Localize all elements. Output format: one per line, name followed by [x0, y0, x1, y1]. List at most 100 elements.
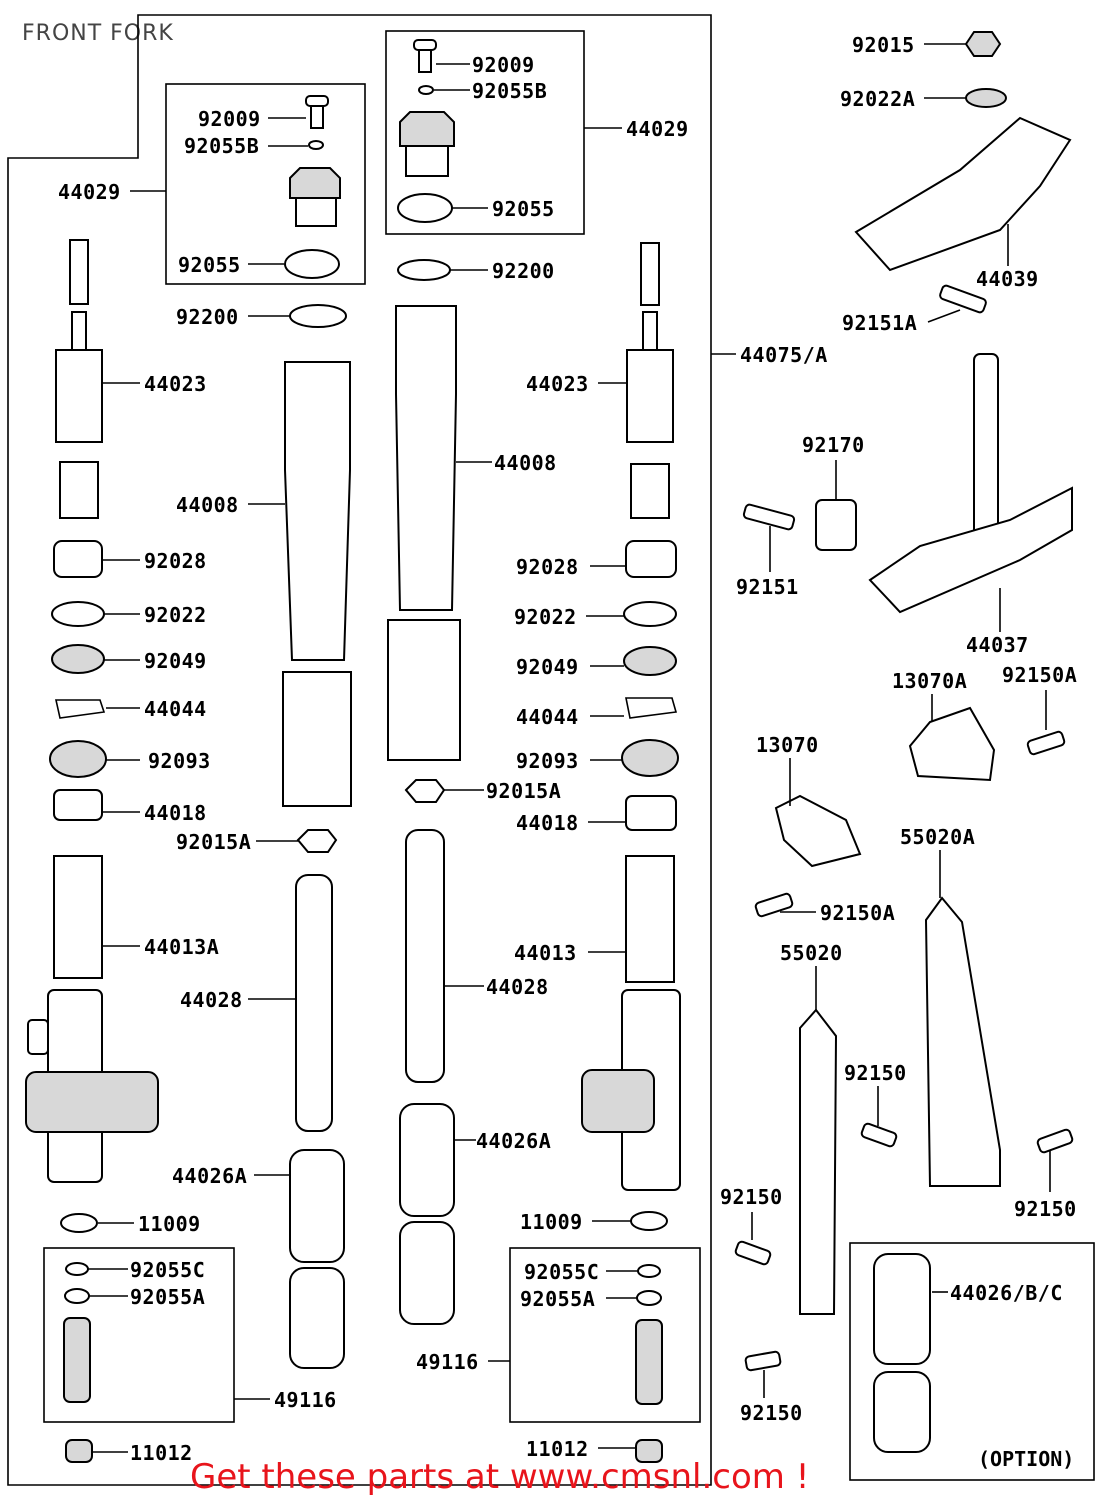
- bolt-92150a-upper: [1026, 730, 1066, 756]
- part-label: 92009: [198, 107, 261, 131]
- stem-lower-bracket-44037: [868, 353, 1073, 614]
- part-label: 92093: [148, 749, 211, 773]
- cap-11012-left: [65, 1439, 93, 1463]
- cylinder-44028-left: [295, 874, 333, 1132]
- part-label: 92150A: [820, 901, 895, 925]
- part-label: 55020A: [900, 825, 975, 849]
- nut-92015: [964, 31, 1002, 57]
- part-label: 92150A: [1002, 663, 1077, 687]
- part-label: 44039: [976, 267, 1039, 291]
- diagram-title: FRONT FORK: [22, 21, 174, 46]
- part-label: 92200: [492, 259, 555, 283]
- seal-92049-left: [51, 644, 105, 674]
- part-label: 92055C: [524, 1260, 599, 1284]
- left-cap-group-box: [165, 83, 366, 285]
- part-label: 92055B: [472, 79, 547, 103]
- part-label: 55020: [780, 941, 843, 965]
- seal-92093-left: [49, 740, 107, 778]
- part-label: 92015A: [176, 830, 251, 854]
- part-label: 92022: [514, 605, 577, 629]
- part-label: 44037: [966, 633, 1029, 657]
- seal-92049-right: [623, 646, 677, 676]
- bolt-92150-upper: [734, 1240, 772, 1266]
- option-group-box: [849, 1242, 1095, 1481]
- bolt-92151a: [939, 284, 987, 314]
- oring-92055-right: [397, 193, 453, 223]
- part-label: 92150: [1014, 1197, 1077, 1221]
- washer-92200-left: [289, 304, 347, 328]
- oring-92055b-left: [308, 140, 324, 150]
- bushing-44018-left: [53, 789, 103, 821]
- part-label: 92022: [144, 603, 207, 627]
- lower-leg-left: [25, 989, 159, 1183]
- part-label: 49116: [416, 1350, 479, 1374]
- rod-44023-left: [55, 239, 103, 519]
- part-label: 49116: [274, 1388, 337, 1412]
- part-label: 92150: [740, 1401, 803, 1425]
- guide-13070: [774, 794, 862, 868]
- part-label: 44029: [58, 180, 121, 204]
- upper-bracket-44039: [854, 116, 1072, 272]
- valve-49116-left: [63, 1317, 91, 1403]
- bolt-92150-right: [1036, 1128, 1074, 1154]
- bolt-92009-right: [413, 39, 437, 73]
- part-label: 92151A: [842, 311, 917, 335]
- part-label: 13070A: [892, 669, 967, 693]
- part-label: 44013: [514, 941, 577, 965]
- fork-guard-55020: [799, 1008, 838, 1315]
- bushing-92028-right: [625, 540, 677, 578]
- part-label: 92009: [472, 53, 535, 77]
- seal-92093-right: [621, 739, 679, 777]
- part-label: 44075/A: [740, 343, 828, 367]
- clip-44044-left: [55, 699, 106, 719]
- part-label: 44026A: [172, 1164, 247, 1188]
- washer-92022-right: [623, 601, 677, 627]
- right-cap-group-box: [385, 30, 585, 235]
- part-label: 44023: [526, 372, 589, 396]
- part-label: 92015: [852, 33, 915, 57]
- bushing-44018-right: [625, 795, 677, 831]
- bolt-92151: [742, 503, 796, 531]
- part-label: 44044: [144, 697, 207, 721]
- bushing-92028-left: [53, 540, 103, 578]
- part-label: 44028: [180, 988, 243, 1012]
- part-label: 92028: [516, 555, 579, 579]
- part-label: 92055: [178, 253, 241, 277]
- part-label: 92151: [736, 575, 799, 599]
- washer-92022-left: [51, 601, 105, 627]
- part-label: 92055: [492, 197, 555, 221]
- spring-44026a-left: [289, 1149, 345, 1369]
- part-label: 44008: [494, 451, 557, 475]
- part-label: 92150: [844, 1061, 907, 1085]
- part-label: 11009: [138, 1212, 201, 1236]
- outer-tube-44008-left: [282, 361, 352, 807]
- footer-link[interactable]: Get these parts at www.cmsnl.com !: [190, 1457, 809, 1497]
- part-label: 92055A: [130, 1285, 205, 1309]
- bolt-92009-left: [305, 95, 329, 129]
- washer-92022a: [965, 88, 1007, 108]
- part-label: 44026/B/C: [950, 1281, 1063, 1305]
- part-label: 44008: [176, 493, 239, 517]
- cap-44029-right: [399, 111, 455, 177]
- tube-44013a: [53, 855, 103, 979]
- washer-11009-left: [60, 1213, 98, 1233]
- outer-tube-44008-right: [395, 305, 457, 611]
- part-label: 92093: [516, 749, 579, 773]
- oring-92055-left: [284, 249, 340, 279]
- rod-44023-right: [626, 242, 674, 519]
- fork-guard-55020a: [924, 896, 1001, 1187]
- part-label: 11009: [520, 1210, 583, 1234]
- part-label: 11012: [526, 1437, 589, 1461]
- part-label: 44028: [486, 975, 549, 999]
- main-assembly-outline: [7, 14, 712, 1486]
- oring-92055c-left: [65, 1262, 89, 1276]
- cap-44029-left: [289, 167, 341, 227]
- part-label: 92015A: [486, 779, 561, 803]
- part-label: 92028: [144, 549, 207, 573]
- cylinder-44028-right: [405, 829, 445, 1083]
- option-label: (OPTION): [978, 1447, 1074, 1471]
- leader-lines: [88, 43, 1051, 1453]
- part-label: 92055B: [184, 134, 259, 158]
- clamp-92170: [815, 499, 857, 551]
